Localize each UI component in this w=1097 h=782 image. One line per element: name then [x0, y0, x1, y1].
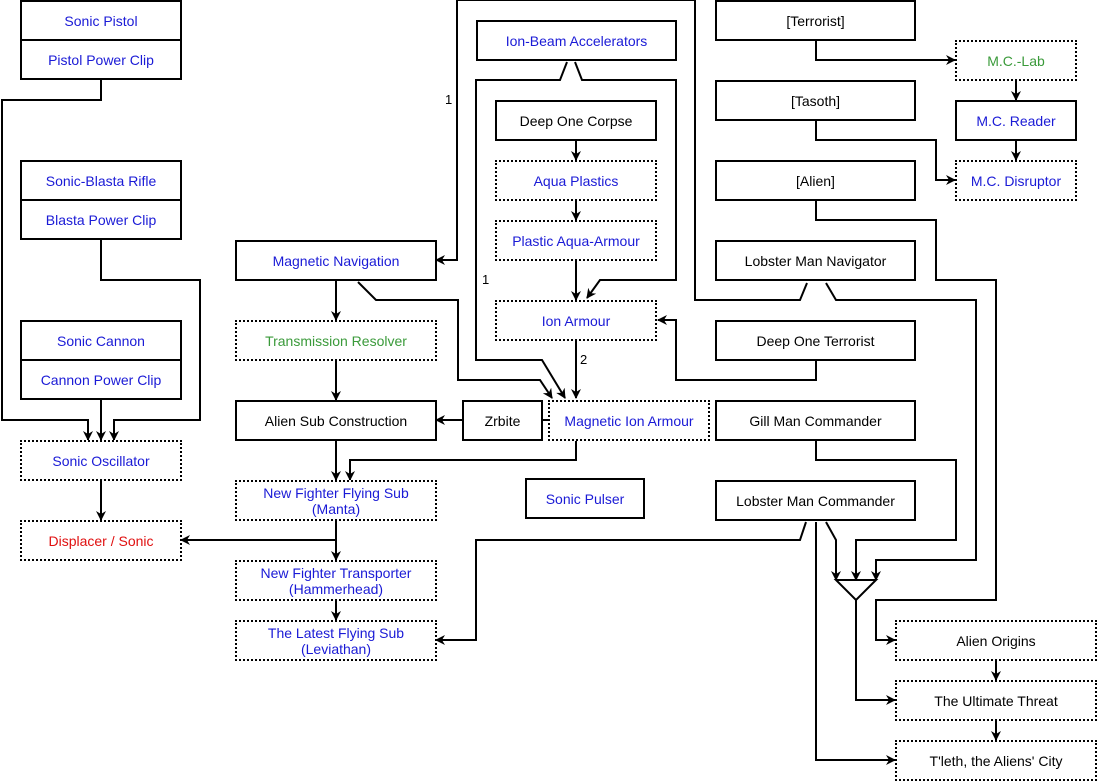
node-alien: [Alien] — [715, 160, 916, 201]
node-sonic-pulser: Sonic Pulser — [525, 478, 645, 519]
node-gill-man-commander: Gill Man Commander — [715, 400, 916, 441]
edge-alien-to-origins — [815, 200, 997, 645]
node-alien-origins: Alien Origins — [895, 620, 1097, 661]
node-displacer-sonic: Displacer / Sonic — [20, 520, 182, 561]
edge-tasoth-to-disruptor — [815, 120, 956, 185]
node-deep-one-corpse: Deep One Corpse — [495, 100, 657, 141]
node-deep-one-terrorist: Deep One Terrorist — [715, 320, 916, 361]
node-ion-beam-accelerators: Ion-Beam Accelerators — [476, 20, 677, 61]
edge-commander-to-leviathan — [435, 521, 807, 645]
edge-ion-beam-split — [475, 61, 568, 399]
node-latest-flying-sub: The Latest Flying Sub (Leviathan) — [235, 620, 437, 661]
edge-navigator-to-origins — [825, 282, 977, 581]
edge-lobster-cmdr-to-tleth — [815, 522, 896, 765]
node-lobster-man-commander: Lobster Man Commander — [715, 480, 916, 521]
edge-ion-beam-to-ion-armour — [574, 61, 677, 299]
node-alien-sub-construction: Alien Sub Construction — [235, 400, 437, 441]
edge-blasta-clip-to-oscillator — [100, 240, 201, 441]
node-tleth: T'leth, the Aliens' City — [895, 740, 1097, 781]
node-pistol-power-clip: Pistol Power Clip — [20, 39, 182, 80]
edge-ion-beam-entry — [435, 0, 458, 265]
node-tasoth: [Tasoth] — [715, 80, 916, 121]
edge-magion-to-manta — [345, 440, 577, 481]
edge-terrorist-to-mclab — [815, 40, 956, 65]
edge-magnav-to-magion — [357, 281, 553, 399]
node-sonic-oscillator: Sonic Oscillator — [20, 440, 182, 481]
edge-gill-to-origins — [815, 440, 957, 581]
node-new-fighter-flying-sub: New Fighter Flying Sub (Manta) — [235, 480, 437, 521]
node-magnetic-navigation: Magnetic Navigation — [235, 240, 437, 281]
and-gate — [833, 579, 879, 602]
edge-label-1-mid: 1 — [482, 272, 490, 287]
node-sonic-cannon: Sonic Cannon — [20, 320, 182, 361]
node-mc-lab: M.C.-Lab — [955, 40, 1077, 81]
edge-deepone-terrorist-to-ion — [657, 315, 817, 381]
edge-and-to-ultimate — [855, 600, 896, 705]
node-cannon-power-clip: Cannon Power Clip — [20, 359, 182, 400]
edge-label-1-top: 1 — [445, 92, 453, 107]
node-sonic-blasta-rifle: Sonic-Blasta Rifle — [20, 160, 182, 201]
node-ultimate-threat: The Ultimate Threat — [895, 680, 1097, 721]
node-ion-armour: Ion Armour — [495, 300, 657, 341]
edge-manta-to-displacer — [180, 520, 337, 545]
node-magnetic-ion-armour: Magnetic Ion Armour — [548, 400, 710, 441]
node-plastic-aqua-armour: Plastic Aqua-Armour — [495, 220, 657, 261]
edge-pistol-clip-to-oscillator — [1, 80, 102, 441]
node-terrorist: [Terrorist] — [715, 0, 916, 41]
node-mc-reader: M.C. Reader — [955, 100, 1077, 141]
edge-lobster-cmdr-to-and — [825, 521, 841, 581]
node-lobster-man-navigator: Lobster Man Navigator — [715, 240, 916, 281]
node-mc-disruptor: M.C. Disruptor — [955, 160, 1077, 201]
node-blasta-power-clip: Blasta Power Clip — [20, 199, 182, 240]
node-sonic-pistol: Sonic Pistol — [20, 0, 182, 41]
edge-ion-beam-to-magnetic-navigation — [457, 0, 808, 301]
node-zrbite: Zrbite — [462, 400, 543, 441]
node-new-fighter-transporter: New Fighter Transporter (Hammerhead) — [235, 560, 437, 601]
edge-label-2: 2 — [580, 352, 588, 367]
node-transmission-resolver: Transmission Resolver — [235, 320, 437, 361]
node-aqua-plastics: Aqua Plastics — [495, 160, 657, 201]
